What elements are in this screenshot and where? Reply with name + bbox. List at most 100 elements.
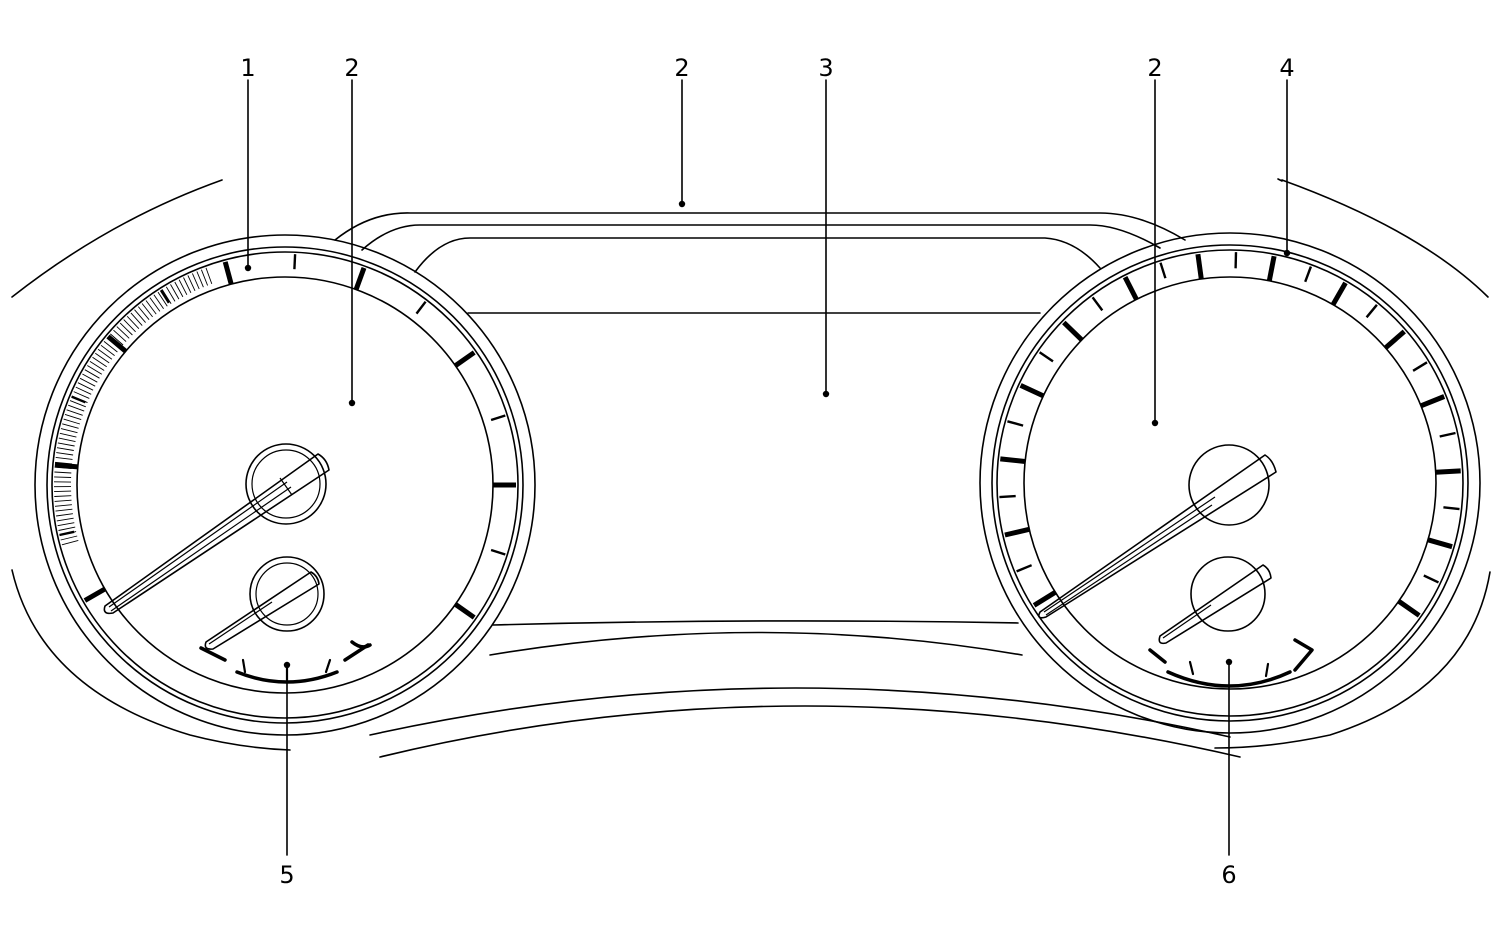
- red-zone-hatch: [64, 413, 82, 421]
- speedometer-tick: [1004, 526, 1030, 538]
- red-zone-hatch: [87, 365, 103, 375]
- red-zone-hatch: [59, 432, 77, 438]
- red-zone-hatch: [119, 322, 133, 336]
- red-zone-hatch: [58, 526, 76, 531]
- callout-2-top: 2: [674, 54, 689, 82]
- leader-2b-dot: [678, 200, 686, 208]
- red-zone-hatch: [54, 476, 72, 478]
- shell-inner-arc: [369, 687, 1231, 738]
- speedometer-tick: [1038, 351, 1054, 363]
- red-zone-hatch: [110, 333, 124, 346]
- right-sub-gauge-needle: [1158, 564, 1272, 645]
- tachometer-tick: [453, 602, 476, 620]
- red-zone-hatch: [56, 513, 73, 517]
- shell-bottom-arc: [379, 705, 1241, 758]
- speedometer-tick: [1062, 320, 1084, 342]
- speedometer-tick: [1019, 383, 1045, 399]
- red-zone-hatch: [56, 517, 74, 522]
- speedometer-tick: [1365, 304, 1378, 319]
- red-zone-hatch: [55, 456, 73, 460]
- speedometer-tick: [1435, 468, 1461, 475]
- shell-top-right-curve: [1281, 179, 1489, 298]
- speedometer-tick: [1195, 253, 1204, 280]
- speedometer-tick: [1330, 281, 1348, 306]
- callout-5: 5: [279, 861, 294, 889]
- tachometer-outer-bezel: [34, 234, 536, 736]
- red-zone-hatch: [187, 275, 196, 291]
- leader-3-dot: [822, 390, 830, 398]
- red-zone-hatch: [200, 269, 209, 286]
- speedometer-tick: [1016, 564, 1033, 573]
- red-zone-hatch: [95, 352, 110, 364]
- speedometer-tick: [1412, 361, 1428, 372]
- hood-inner-outline: [361, 224, 1161, 251]
- red-zone-hatch: [68, 404, 85, 412]
- callout-3: 3: [818, 54, 833, 82]
- red-zone-hatch: [61, 539, 79, 546]
- red-zone-hatch: [73, 391, 90, 399]
- red-zone-hatch: [196, 271, 204, 288]
- red-zone-hatch: [56, 452, 74, 456]
- red-zone-hatch: [174, 281, 184, 298]
- red-zone-hatch: [126, 315, 140, 330]
- tachometer-upper-hub: [245, 443, 327, 525]
- red-zone-hatch: [54, 471, 72, 474]
- callout-4: 4: [1279, 54, 1294, 82]
- speedometer-tick: [1304, 266, 1313, 283]
- speedometer-tick: [1423, 574, 1440, 584]
- callout-2-right: 2: [1147, 54, 1162, 82]
- red-zone-hatch: [54, 499, 72, 502]
- red-zone-hatch: [54, 504, 72, 507]
- red-zone-hatch: [205, 267, 213, 285]
- red-zone-hatch: [100, 344, 115, 356]
- tachometer-tick: [415, 300, 427, 315]
- red-zone-hatch: [153, 294, 164, 310]
- red-zone-hatch: [54, 466, 72, 469]
- tachometer-tick: [71, 395, 86, 404]
- red-zone-hatch: [60, 428, 78, 434]
- display-lower-frame: [489, 631, 1023, 656]
- red-zone-hatch: [84, 369, 100, 379]
- red-zone-hatch: [97, 348, 113, 360]
- red-zone-hatch: [157, 291, 168, 307]
- callout-leaders: [244, 79, 1291, 856]
- cluster-hood: [334, 212, 1186, 656]
- shell-top-right-tick: [1277, 178, 1283, 182]
- red-zone-hatch: [89, 361, 105, 371]
- red-zone-hatch: [56, 447, 74, 451]
- display-frame-bottom: [492, 620, 1019, 626]
- leader-4-dot: [1283, 249, 1291, 257]
- red-zone-hatch: [55, 461, 73, 465]
- speedometer: [979, 232, 1481, 734]
- speedometer-ticks: [999, 252, 1461, 618]
- red-zone-hatch: [123, 319, 136, 333]
- tachometer-scale-outer: [51, 251, 519, 719]
- red-zone-hatch: [178, 279, 188, 296]
- red-zone-hatch: [191, 273, 200, 290]
- dashboard-shell: [11, 178, 1491, 758]
- left-sub-gauge-hub: [249, 556, 325, 632]
- tachometer-tick: [159, 289, 170, 304]
- speedometer-tick: [1439, 431, 1456, 438]
- tachometer-tick: [222, 261, 234, 285]
- red-zone-hatch: [69, 400, 86, 408]
- tachometer-tick: [490, 548, 506, 556]
- speedometer-outer-bezel: [979, 232, 1481, 734]
- speedometer-bezel-ring: [991, 244, 1469, 722]
- speedometer-tick: [999, 494, 1016, 499]
- tachometer-tick: [490, 414, 506, 422]
- red-zone-hatch: [58, 437, 76, 443]
- callout-labels: 1 2 2 3 2 4 5 6: [240, 54, 1294, 889]
- red-zone-hatch: [66, 409, 83, 416]
- callout-1: 1: [240, 54, 255, 82]
- leader-6-dot: [1225, 658, 1233, 666]
- speedometer-dial-face: [1023, 276, 1437, 690]
- hood-outer-outline: [334, 212, 1186, 241]
- red-zone-hatch: [103, 341, 118, 353]
- tachometer-tick: [453, 350, 476, 368]
- red-zone-hatch: [75, 386, 92, 395]
- speedometer-tick: [1159, 262, 1167, 279]
- speedometer-tick: [1397, 599, 1421, 618]
